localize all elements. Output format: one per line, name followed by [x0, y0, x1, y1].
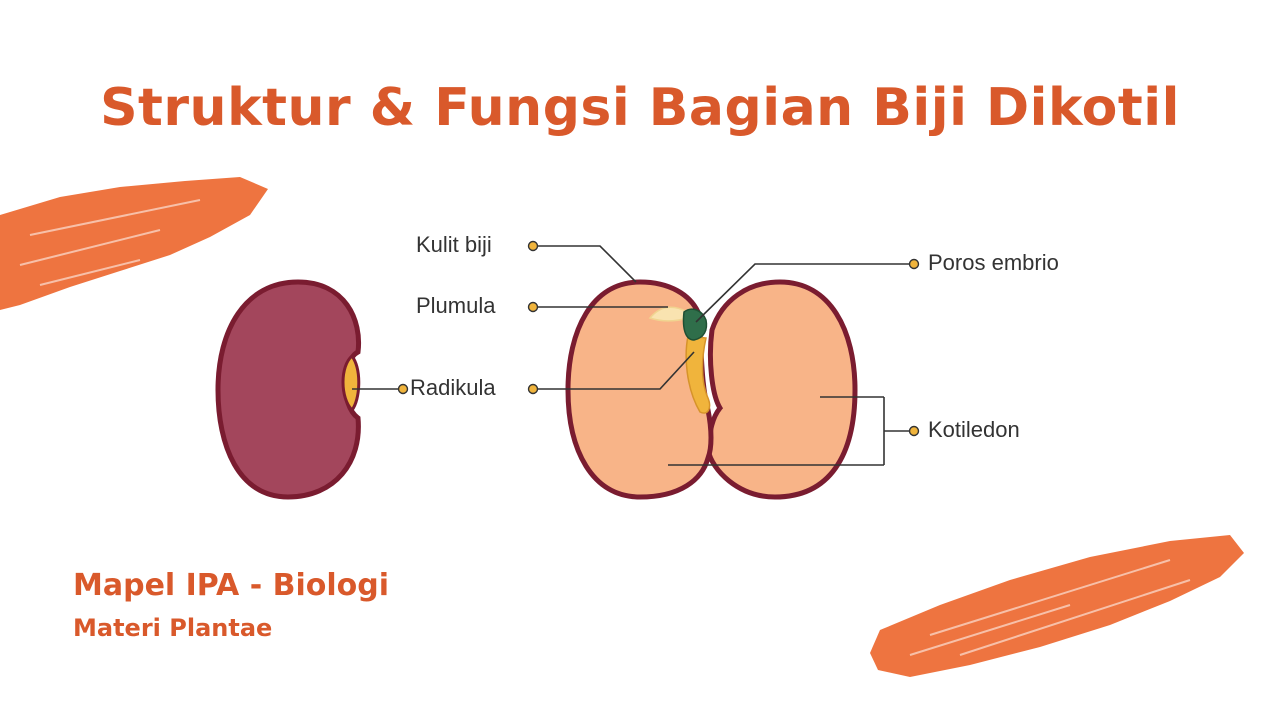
subject-text: Mapel IPA - Biologi [73, 568, 390, 603]
label-poros-embrio: Poros embrio [928, 250, 1059, 275]
brush-stroke-left [0, 177, 268, 310]
whole-seed-radicle [341, 353, 361, 413]
cotyledon-right [705, 279, 858, 500]
label-radikula: Radikula [410, 375, 496, 400]
brush-stroke-right [870, 535, 1244, 677]
material-text: Materi Plantae [73, 614, 273, 642]
label-kulit-biji: Kulit biji [416, 232, 492, 257]
label-plumula: Plumula [416, 293, 496, 318]
label-kotiledon: Kotiledon [928, 417, 1020, 442]
page-title: Struktur & Fungsi Bagian Biji Dikotil [100, 78, 1180, 138]
plumula-shape [648, 306, 689, 322]
embryo-axis-shape [682, 308, 708, 341]
whole-seed-coat [215, 279, 362, 500]
